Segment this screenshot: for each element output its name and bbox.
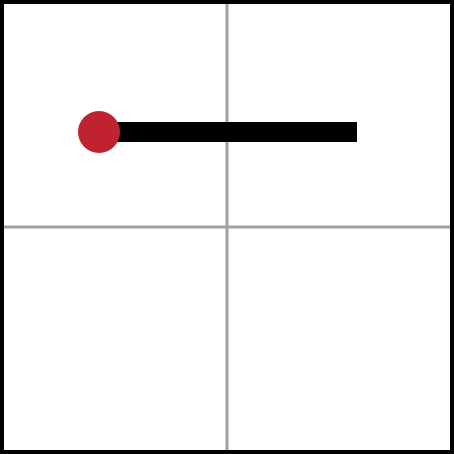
horizontal-stroke-bar bbox=[100, 122, 357, 142]
red-start-dot bbox=[78, 111, 120, 153]
